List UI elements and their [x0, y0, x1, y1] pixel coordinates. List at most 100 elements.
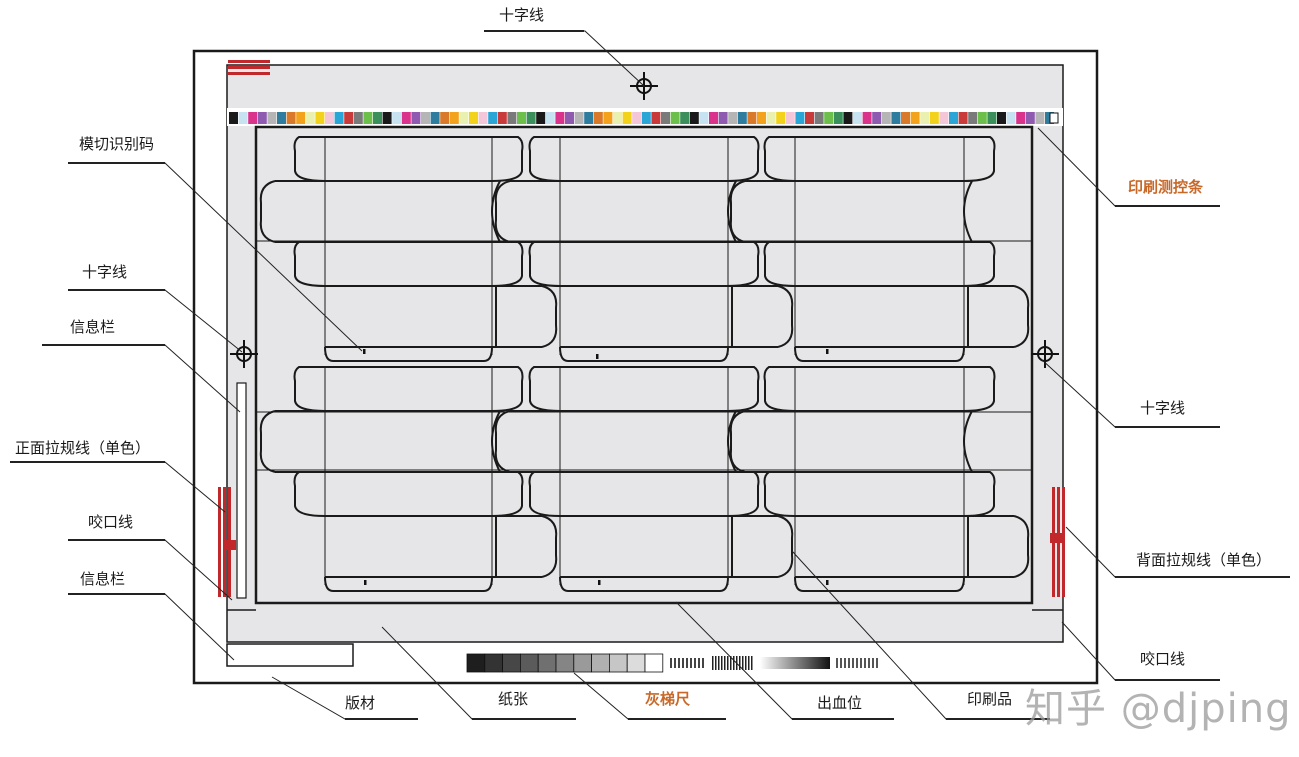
micro-mark [694, 658, 696, 668]
label-print-product: 印刷品 [967, 690, 1013, 708]
gray-step [520, 653, 539, 673]
gray-step [555, 653, 575, 673]
color-patch [315, 112, 325, 124]
color-patch [747, 112, 757, 124]
color-patch [680, 112, 690, 124]
gray-step [502, 653, 521, 673]
label-underline [68, 593, 165, 595]
color-patch [257, 112, 267, 124]
die-line [494, 180, 511, 243]
die-line [541, 515, 558, 578]
color-patch [593, 112, 603, 124]
color-patch [248, 112, 258, 124]
die-line [528, 241, 561, 287]
color-patch [939, 112, 949, 124]
color-patch [795, 112, 805, 124]
color-patch [363, 112, 373, 124]
die-line [293, 366, 326, 412]
label-underline [946, 718, 1050, 720]
gray-scale-bar [466, 653, 664, 673]
micro-mark [840, 658, 842, 668]
color-patch [401, 112, 411, 124]
color-patch [737, 112, 747, 124]
color-patch [507, 112, 517, 124]
micro-mark [712, 656, 714, 670]
color-patch [997, 112, 1006, 124]
color-patch [545, 112, 555, 124]
die-line [729, 410, 746, 473]
color-patch [536, 112, 546, 124]
color-patch [728, 112, 738, 124]
label-underline [68, 289, 165, 291]
label-underline [792, 718, 894, 720]
label-underline [484, 30, 584, 32]
micro-mark [682, 658, 684, 668]
die-line [963, 180, 973, 243]
die-line [528, 471, 561, 517]
color-patch [238, 112, 248, 124]
color-patch [526, 112, 536, 124]
gray-step [466, 653, 486, 673]
color-patch [709, 112, 718, 124]
color-patch [881, 112, 891, 124]
label-bleed: 出血位 [817, 694, 863, 712]
die-line [963, 471, 996, 517]
color-patch-end [1049, 112, 1059, 124]
die-line [794, 346, 965, 362]
die-line [324, 346, 493, 362]
color-patch [862, 112, 872, 124]
micro-mark [698, 658, 700, 668]
color-patch [929, 112, 939, 124]
die-line [541, 285, 558, 348]
micro-mark [852, 658, 854, 668]
color-patch [1006, 112, 1016, 124]
color-patch [766, 112, 776, 124]
micro-mark [721, 656, 723, 670]
registration-red-mark [228, 60, 270, 75]
die-line [727, 136, 760, 182]
label-die-cut-code: 模切识别码 [79, 135, 155, 153]
print-area-border [254, 125, 1034, 605]
label-underline [1115, 205, 1220, 207]
die-line [259, 180, 276, 243]
die-line [491, 180, 501, 243]
color-patch [987, 112, 997, 124]
die-cut-id-mark [364, 580, 367, 585]
gray-step [537, 653, 557, 673]
die-line [528, 366, 561, 412]
color-patch [325, 112, 334, 124]
die-line [324, 576, 493, 592]
die-line [491, 366, 524, 412]
label-underline [1115, 576, 1290, 578]
color-patch [229, 112, 238, 124]
micro-mark [748, 656, 750, 670]
label-left-crosshair: 十字线 [82, 263, 128, 281]
color-patch [353, 112, 363, 124]
die-line [559, 346, 729, 362]
color-patch [373, 112, 382, 124]
color-patch [872, 112, 882, 124]
label-underline [1115, 426, 1220, 428]
label-underline [42, 344, 165, 346]
color-patch [968, 112, 978, 124]
die-line [1013, 515, 1030, 578]
color-patch [833, 112, 843, 124]
crosshair-left [230, 340, 258, 368]
die-line [794, 576, 965, 592]
color-patch [603, 112, 613, 124]
color-patch [613, 112, 622, 124]
back-guide-line-mark [1050, 487, 1065, 597]
label-underline [472, 718, 576, 720]
color-patch [305, 112, 315, 124]
color-patch [488, 112, 498, 124]
color-patch [641, 112, 651, 124]
micro-mark [718, 656, 720, 670]
die-line [777, 285, 794, 348]
micro-mark [690, 658, 692, 668]
color-patch [574, 112, 584, 124]
label-plate: 版材 [345, 694, 376, 712]
die-line [293, 136, 326, 182]
die-line [777, 515, 794, 578]
micro-mark [724, 656, 726, 670]
